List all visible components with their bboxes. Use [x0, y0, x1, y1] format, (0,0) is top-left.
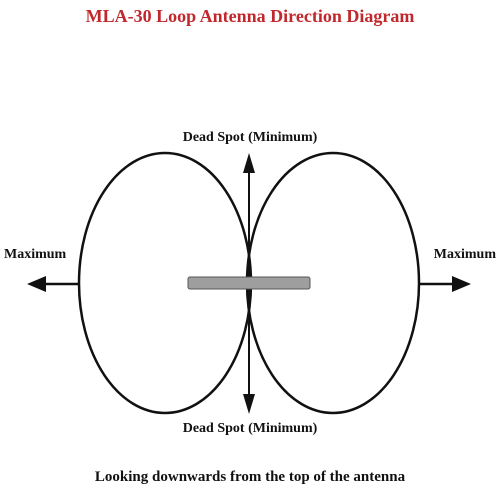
arrow-down-icon [243, 394, 255, 414]
diagram-caption: Looking downwards from the top of the an… [94, 469, 406, 485]
arrow-up-icon [243, 153, 255, 173]
antenna-bar [187, 276, 311, 290]
diagram-title: MLA-30 Loop Antenna Direction Diagram [85, 6, 415, 26]
arrow-right-icon [452, 276, 471, 292]
maximum-left-label: Maximum [4, 247, 67, 262]
dead-spot-bottom-label: Dead Spot (Minimum) [182, 421, 318, 436]
arrow-left-icon [27, 276, 46, 292]
dead-spot-top-label: Dead Spot (Minimum) [182, 130, 318, 145]
maximum-right-label: Maximum [433, 247, 496, 262]
